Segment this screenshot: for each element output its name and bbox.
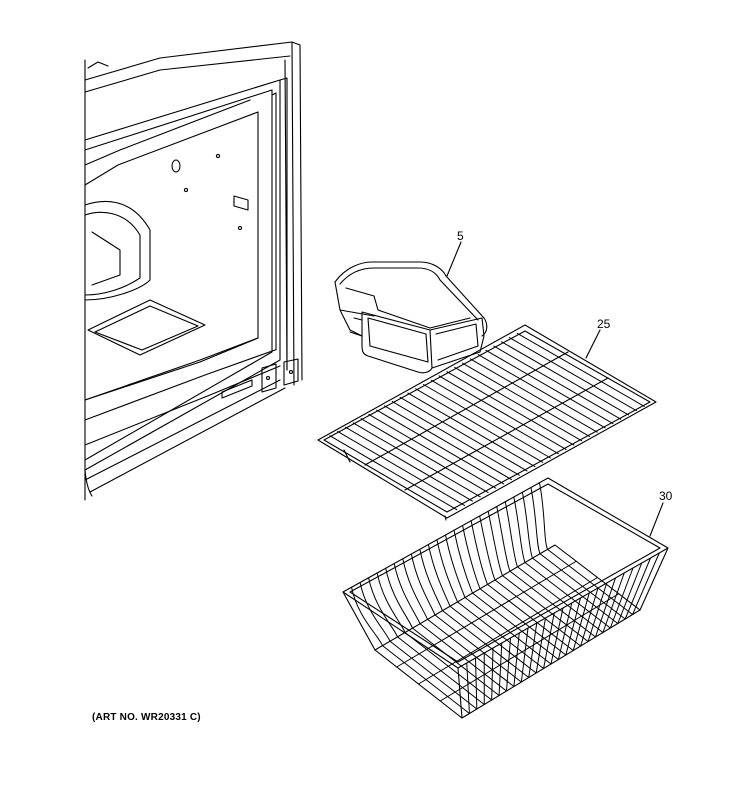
callout-shelf: 25 xyxy=(597,317,611,331)
freezer-cabinet xyxy=(84,41,303,501)
wire-basket-drawing xyxy=(342,477,669,719)
callout-basket: 30 xyxy=(659,489,673,503)
ice-bucket-drawing xyxy=(334,261,488,374)
art-number: (ART NO. WR20331 C) xyxy=(92,712,201,723)
callout-ice-bucket: 5 xyxy=(457,229,464,243)
wire-shelf-drawing xyxy=(317,324,657,521)
leader-lines xyxy=(446,241,664,537)
